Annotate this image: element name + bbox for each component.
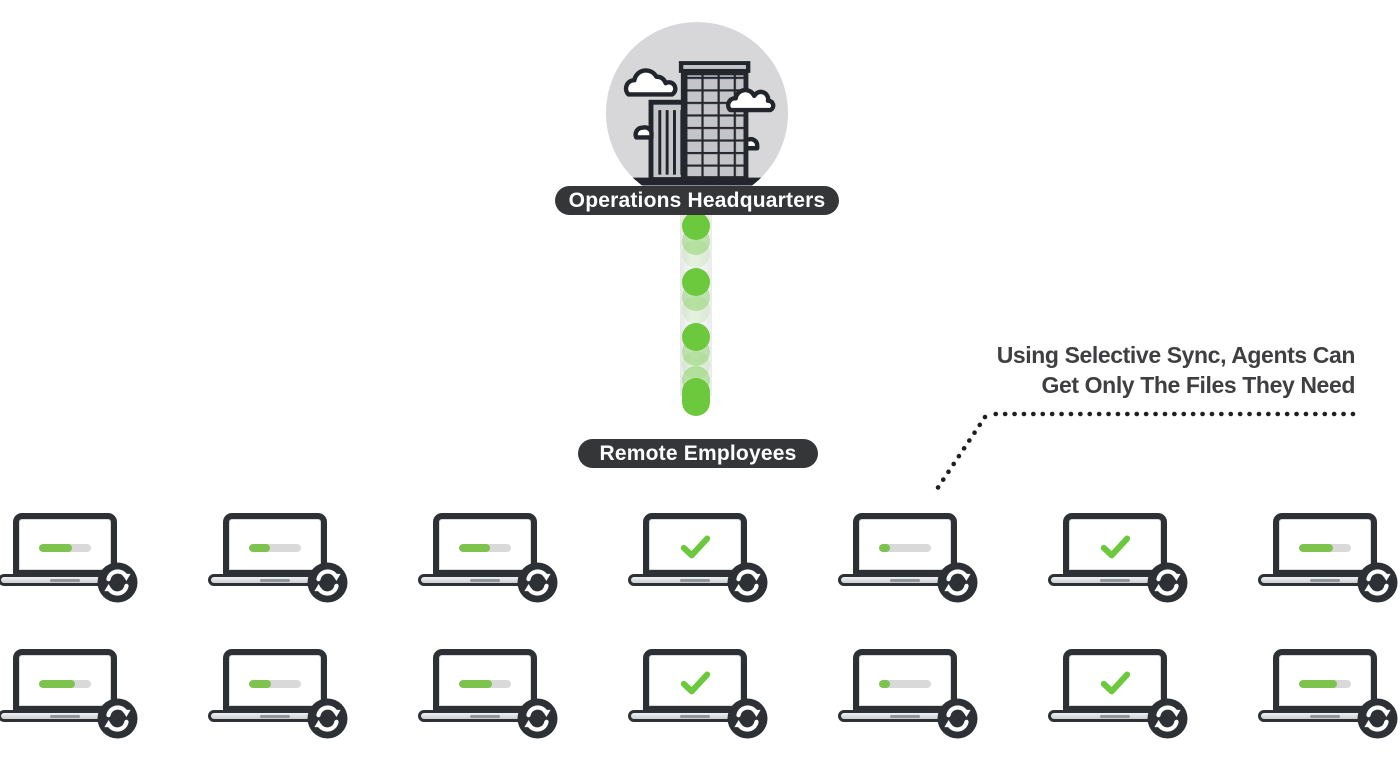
laptop-screen [643, 513, 747, 576]
sync-icon [307, 562, 348, 603]
progress-bar-fill [249, 679, 271, 688]
trackpad [1100, 715, 1130, 718]
check-icon [1096, 532, 1134, 560]
sync-icon [1357, 698, 1398, 739]
flow-dot-trail [682, 296, 710, 324]
laptop-screen [433, 513, 537, 576]
trackpad [50, 579, 80, 582]
laptop [830, 513, 980, 608]
laptop-screen [853, 513, 957, 576]
laptop-screen [1063, 513, 1167, 576]
flow-dot-trail [682, 240, 710, 268]
sync-icon [937, 562, 978, 603]
laptop [0, 649, 140, 744]
trackpad [1310, 579, 1340, 582]
laptop [410, 649, 560, 744]
progress-bar [1299, 543, 1351, 552]
laptop [620, 513, 770, 608]
dotted-connector-line [934, 411, 1356, 492]
laptop-screen [1273, 649, 1377, 712]
laptop-screen [223, 513, 327, 576]
trackpad [680, 715, 710, 718]
progress-bar-fill [39, 543, 73, 552]
trackpad [680, 579, 710, 582]
trackpad [890, 715, 920, 718]
progress-bar-fill [459, 679, 493, 688]
progress-bar [459, 543, 511, 552]
laptop-screen [1063, 649, 1167, 712]
flow-dot [682, 268, 710, 296]
progress-bar [249, 543, 301, 552]
progress-bar [249, 679, 301, 688]
city-buildings-icon [605, 21, 789, 205]
annotation-text: Using Selective Sync, Agents Can Get Onl… [996, 340, 1356, 400]
progress-bar [879, 679, 931, 688]
trackpad [260, 579, 290, 582]
trackpad [1310, 715, 1340, 718]
sync-icon [727, 562, 768, 603]
laptop [1250, 649, 1400, 744]
remote-label-pill: Remote Employees [578, 439, 818, 468]
trackpad [1100, 579, 1130, 582]
trackpad [890, 579, 920, 582]
laptop [200, 513, 350, 608]
laptop-screen [223, 649, 327, 712]
sync-icon [1147, 698, 1188, 739]
sync-icon [1357, 562, 1398, 603]
remote-label: Remote Employees [599, 441, 797, 465]
annotation-line-2: Get Only The Files They Need [1041, 372, 1356, 398]
progress-bar-fill [879, 679, 891, 688]
laptop-screen [13, 649, 117, 712]
laptop-screen [853, 649, 957, 712]
laptop [0, 513, 140, 608]
sync-icon [97, 698, 138, 739]
sync-icon [1147, 562, 1188, 603]
laptop [410, 513, 560, 608]
laptop [830, 649, 980, 744]
sync-icon [727, 698, 768, 739]
laptop-screen [433, 649, 537, 712]
trackpad [470, 579, 500, 582]
laptop [620, 649, 770, 744]
laptop [1250, 513, 1400, 608]
progress-bar-fill [1299, 543, 1334, 552]
annotation-line-1: Using Selective Sync, Agents Can [996, 342, 1356, 368]
sync-icon [517, 698, 558, 739]
laptop-screen [1273, 513, 1377, 576]
flow-dot [682, 212, 710, 240]
laptop [1040, 649, 1190, 744]
progress-bar [879, 543, 931, 552]
laptop [1040, 513, 1190, 608]
flow-dot [682, 378, 710, 416]
sync-icon [937, 698, 978, 739]
flow-dot [682, 323, 710, 351]
progress-bar [39, 679, 91, 688]
sync-flow-track [680, 211, 712, 396]
check-icon [1096, 668, 1134, 696]
progress-bar-fill [459, 543, 490, 552]
progress-bar-fill [1299, 679, 1338, 688]
progress-bar [459, 679, 511, 688]
sync-icon [97, 562, 138, 603]
laptop-screen [13, 513, 117, 576]
sync-icon [517, 562, 558, 603]
trackpad [50, 715, 80, 718]
progress-bar-fill [39, 679, 75, 688]
hq-label-pill: Operations Headquarters [555, 186, 839, 215]
progress-bar-fill [879, 543, 890, 552]
progress-bar-fill [249, 543, 271, 552]
laptop-screen [643, 649, 747, 712]
progress-bar [39, 543, 91, 552]
trackpad [260, 715, 290, 718]
sync-icon [307, 698, 348, 739]
check-icon [676, 668, 714, 696]
laptop [200, 649, 350, 744]
trackpad [470, 715, 500, 718]
progress-bar [1299, 679, 1351, 688]
hq-label: Operations Headquarters [568, 188, 826, 212]
check-icon [676, 532, 714, 560]
flow-dot-trail [682, 351, 710, 379]
